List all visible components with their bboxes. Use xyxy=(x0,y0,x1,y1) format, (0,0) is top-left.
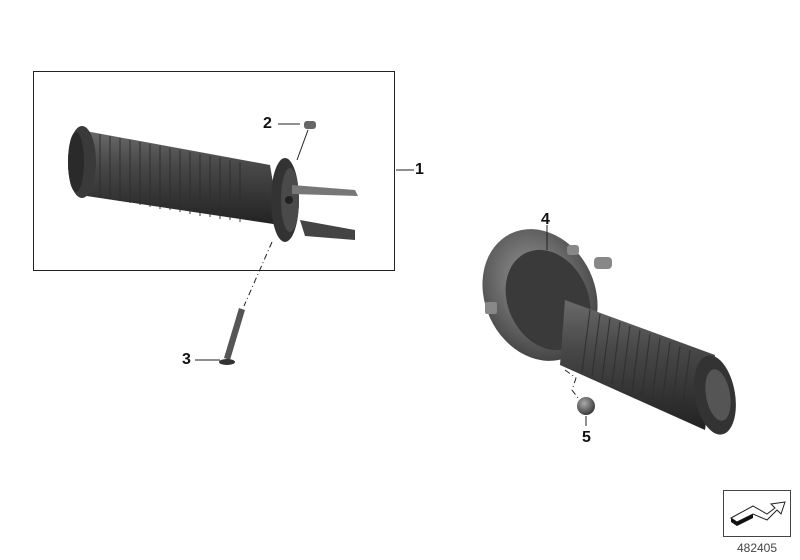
callout-4: 4 xyxy=(541,211,550,228)
part-2-cap xyxy=(304,121,316,129)
reference-arrow-icon xyxy=(730,501,786,526)
grip-left xyxy=(68,126,358,242)
part-3-screw xyxy=(219,308,245,365)
callout-2: 2 xyxy=(263,115,272,132)
leader-lines xyxy=(195,123,587,426)
grip-right-throttle xyxy=(482,229,736,435)
assembly-group-box xyxy=(33,71,395,271)
callout-1: 1 xyxy=(415,161,424,178)
callout-5: 5 xyxy=(582,429,591,446)
callout-3: 3 xyxy=(182,351,191,368)
reference-number: 482405 xyxy=(736,541,778,555)
part-5-cap xyxy=(577,397,595,415)
reference-box xyxy=(723,490,791,537)
